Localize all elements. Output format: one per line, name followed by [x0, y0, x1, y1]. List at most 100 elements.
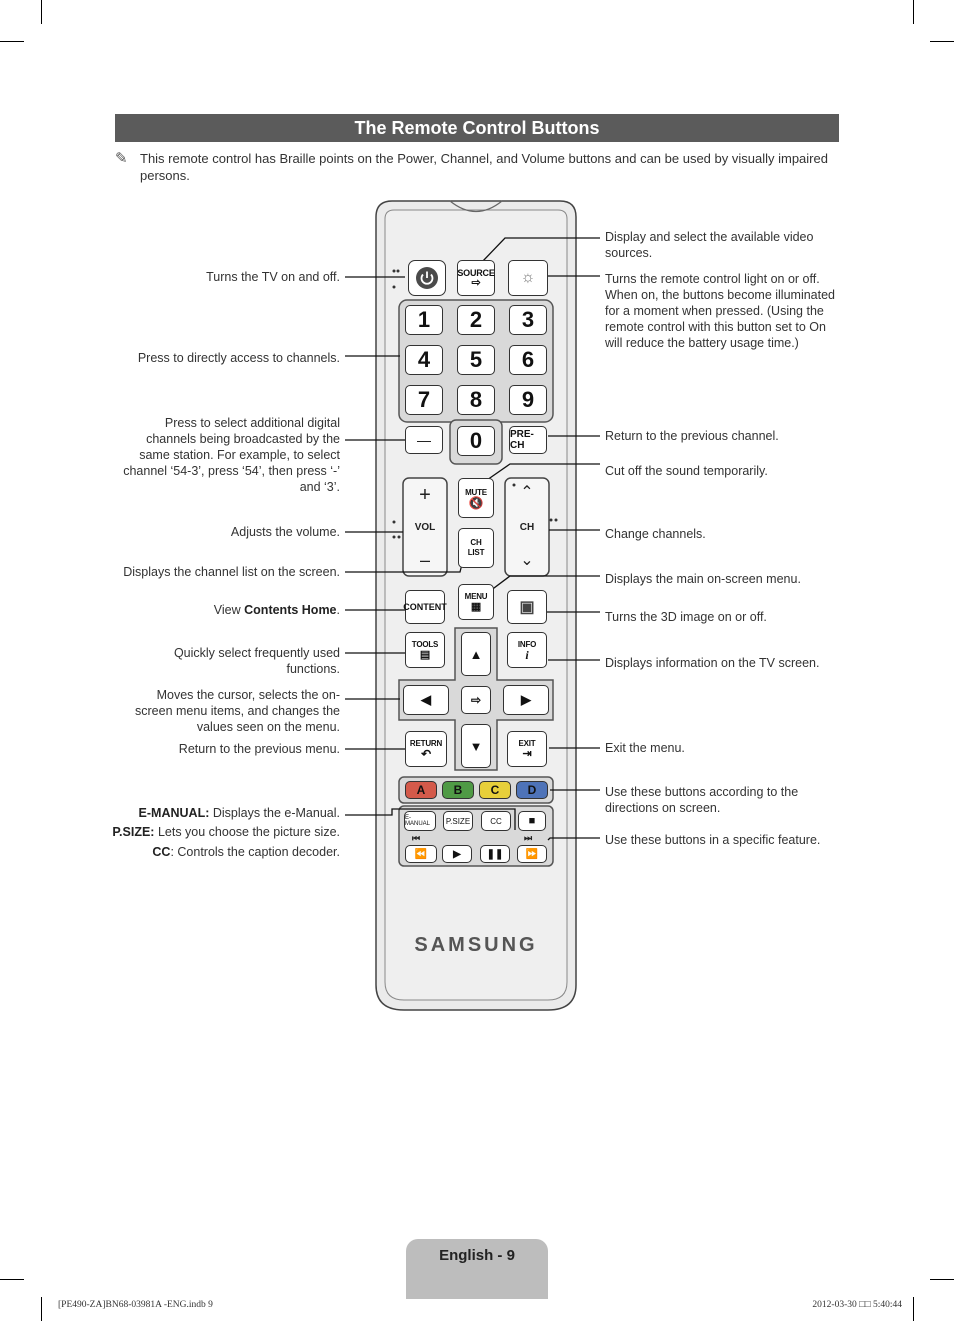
right-arrow-button[interactable]: ▶	[503, 685, 549, 715]
number-button-7[interactable]: 7	[405, 385, 443, 415]
callout-text: Return to the previous menu.	[178, 742, 340, 756]
callout-text: Turns the remote control light on or off…	[605, 272, 835, 350]
callout-bold: E-MANUAL:	[138, 806, 210, 820]
volume-rocker[interactable]	[402, 477, 448, 577]
number-button-3[interactable]: 3	[509, 305, 547, 335]
callout-dash: Press to select additional digital chann…	[120, 415, 340, 495]
page-label: English - 9	[439, 1247, 515, 1264]
color-key-label: D	[527, 783, 537, 797]
callout-text: Displays the channel list on the screen.	[123, 565, 340, 579]
exit-button[interactable]: EXIT ⇥	[507, 731, 547, 767]
braille-dot	[392, 535, 396, 539]
lightbulb-icon: ☼	[520, 269, 536, 286]
callout-text: Quickly select frequently used functions…	[173, 646, 340, 676]
minus-icon: –	[419, 550, 430, 570]
callout-text: Press to directly access to channels.	[137, 351, 340, 365]
callout-emanual: E-MANUAL: Displays the e-Manual.	[80, 805, 340, 821]
callout-text: Return to the previous channel.	[605, 429, 779, 443]
number-button-2[interactable]: 2	[457, 305, 495, 335]
number-label: 2	[469, 307, 483, 332]
number-button-5[interactable]: 5	[457, 345, 495, 375]
down-arrow-button[interactable]: ▼	[461, 724, 491, 768]
callout-text: Displays the e-Manual.	[209, 806, 340, 820]
stop-button[interactable]: ■	[518, 811, 546, 831]
callout-text: : Controls the caption decoder.	[170, 845, 340, 859]
callout-bold: Contents Home	[244, 603, 337, 617]
number-button-8[interactable]: 8	[457, 385, 495, 415]
emanual-button[interactable]: E-MANUAL	[404, 811, 436, 831]
number-button-0[interactable]: 0	[457, 426, 495, 456]
fast-forward-button[interactable]: ⏩	[517, 845, 547, 863]
prech-label: PRE-CH	[510, 429, 534, 451]
callout-text: Displays the main on-screen menu.	[605, 572, 801, 586]
callout-content: View Contents Home.	[120, 602, 340, 618]
power-icon	[416, 267, 438, 289]
3d-cube-icon: ▣	[519, 599, 535, 616]
return-arrow-icon: ↶	[421, 747, 431, 761]
callout-mute: Cut off the sound temporarily.	[605, 463, 835, 479]
ch-label: CH	[519, 522, 535, 533]
psize-button[interactable]: P.SIZE	[443, 811, 473, 831]
previous-track-icon: ⏮	[412, 833, 421, 843]
color-key-c[interactable]: C	[479, 781, 511, 799]
info-label: INFO	[517, 640, 537, 649]
callout-text: Turns the 3D image on or off.	[605, 610, 767, 624]
return-label: RETURN	[409, 739, 443, 748]
rewind-button[interactable]: ⏪	[405, 845, 437, 863]
braille-dot	[554, 518, 558, 522]
callout-bold: P.SIZE:	[112, 825, 155, 839]
callout-text: Change channels.	[605, 527, 706, 541]
ir-window	[449, 200, 503, 213]
content-label: CONTENT	[403, 602, 447, 612]
number-button-9[interactable]: 9	[509, 385, 547, 415]
callout-navigation: Moves the cursor, selects the on-screen …	[120, 687, 340, 735]
mute-button[interactable]: MUTE 🔇	[458, 478, 494, 518]
callout-power: Turns the TV on and off.	[120, 269, 340, 285]
channel-rocker-labels: ⌃ CH ⌄	[505, 478, 549, 576]
info-button[interactable]: INFO i	[507, 632, 547, 668]
braille-dot	[392, 269, 396, 273]
callout-prech: Return to the previous channel.	[605, 428, 835, 444]
callout-text: Use these buttons according to the direc…	[605, 785, 799, 815]
callout-menu: Displays the main on-screen menu.	[605, 571, 835, 587]
dash-button[interactable]: —	[405, 426, 443, 454]
vol-label: VOL	[414, 522, 436, 533]
color-key-d[interactable]: D	[516, 781, 548, 799]
power-button[interactable]	[408, 260, 446, 296]
tools-button[interactable]: TOOLS ▤	[405, 632, 445, 668]
play-button[interactable]: ▶	[442, 845, 472, 863]
callout-text: Display and select the available video s…	[605, 230, 814, 260]
color-key-a[interactable]: A	[405, 781, 437, 799]
callout-text: Lets you choose the picture size.	[154, 825, 340, 839]
return-button[interactable]: RETURN ↶	[405, 731, 447, 767]
tools-label: TOOLS	[411, 640, 439, 649]
number-button-6[interactable]: 6	[509, 345, 547, 375]
color-key-b[interactable]: B	[442, 781, 474, 799]
enter-button[interactable]: ⇨	[461, 686, 491, 714]
chlist-button[interactable]: CH LIST	[458, 528, 494, 568]
mute-label: MUTE	[465, 488, 487, 497]
callout-media-keys: Use these buttons in a specific feature.	[605, 832, 835, 848]
callout-text: Exit the menu.	[605, 741, 685, 755]
3d-button[interactable]: ▣	[507, 590, 547, 624]
left-arrow-button[interactable]: ◀	[403, 685, 449, 715]
callout-text: .	[336, 603, 340, 617]
next-track-icon: ⏭	[524, 833, 533, 843]
pencil-icon: ✎	[115, 150, 128, 167]
cc-button[interactable]: CC	[481, 811, 511, 831]
braille-dot	[396, 269, 400, 273]
source-button[interactable]: SOURCE ⇨	[457, 260, 495, 296]
up-arrow-button[interactable]: ▲	[461, 632, 491, 676]
number-button-4[interactable]: 4	[405, 345, 443, 375]
braille-dot	[392, 285, 396, 289]
chevron-down-icon: ⌄	[520, 552, 534, 569]
pause-button[interactable]: ❚❚	[480, 845, 510, 863]
light-button[interactable]: ☼	[508, 260, 548, 296]
number-button-1[interactable]: 1	[405, 305, 443, 335]
source-icon: ⇨	[471, 277, 481, 289]
content-button[interactable]: CONTENT	[403, 590, 447, 624]
prech-button[interactable]: PRE-CH	[509, 426, 547, 454]
chlist-label-1: CH	[470, 538, 482, 547]
dash-label: —	[417, 432, 431, 448]
menu-button[interactable]: MENU ▦	[458, 584, 494, 620]
